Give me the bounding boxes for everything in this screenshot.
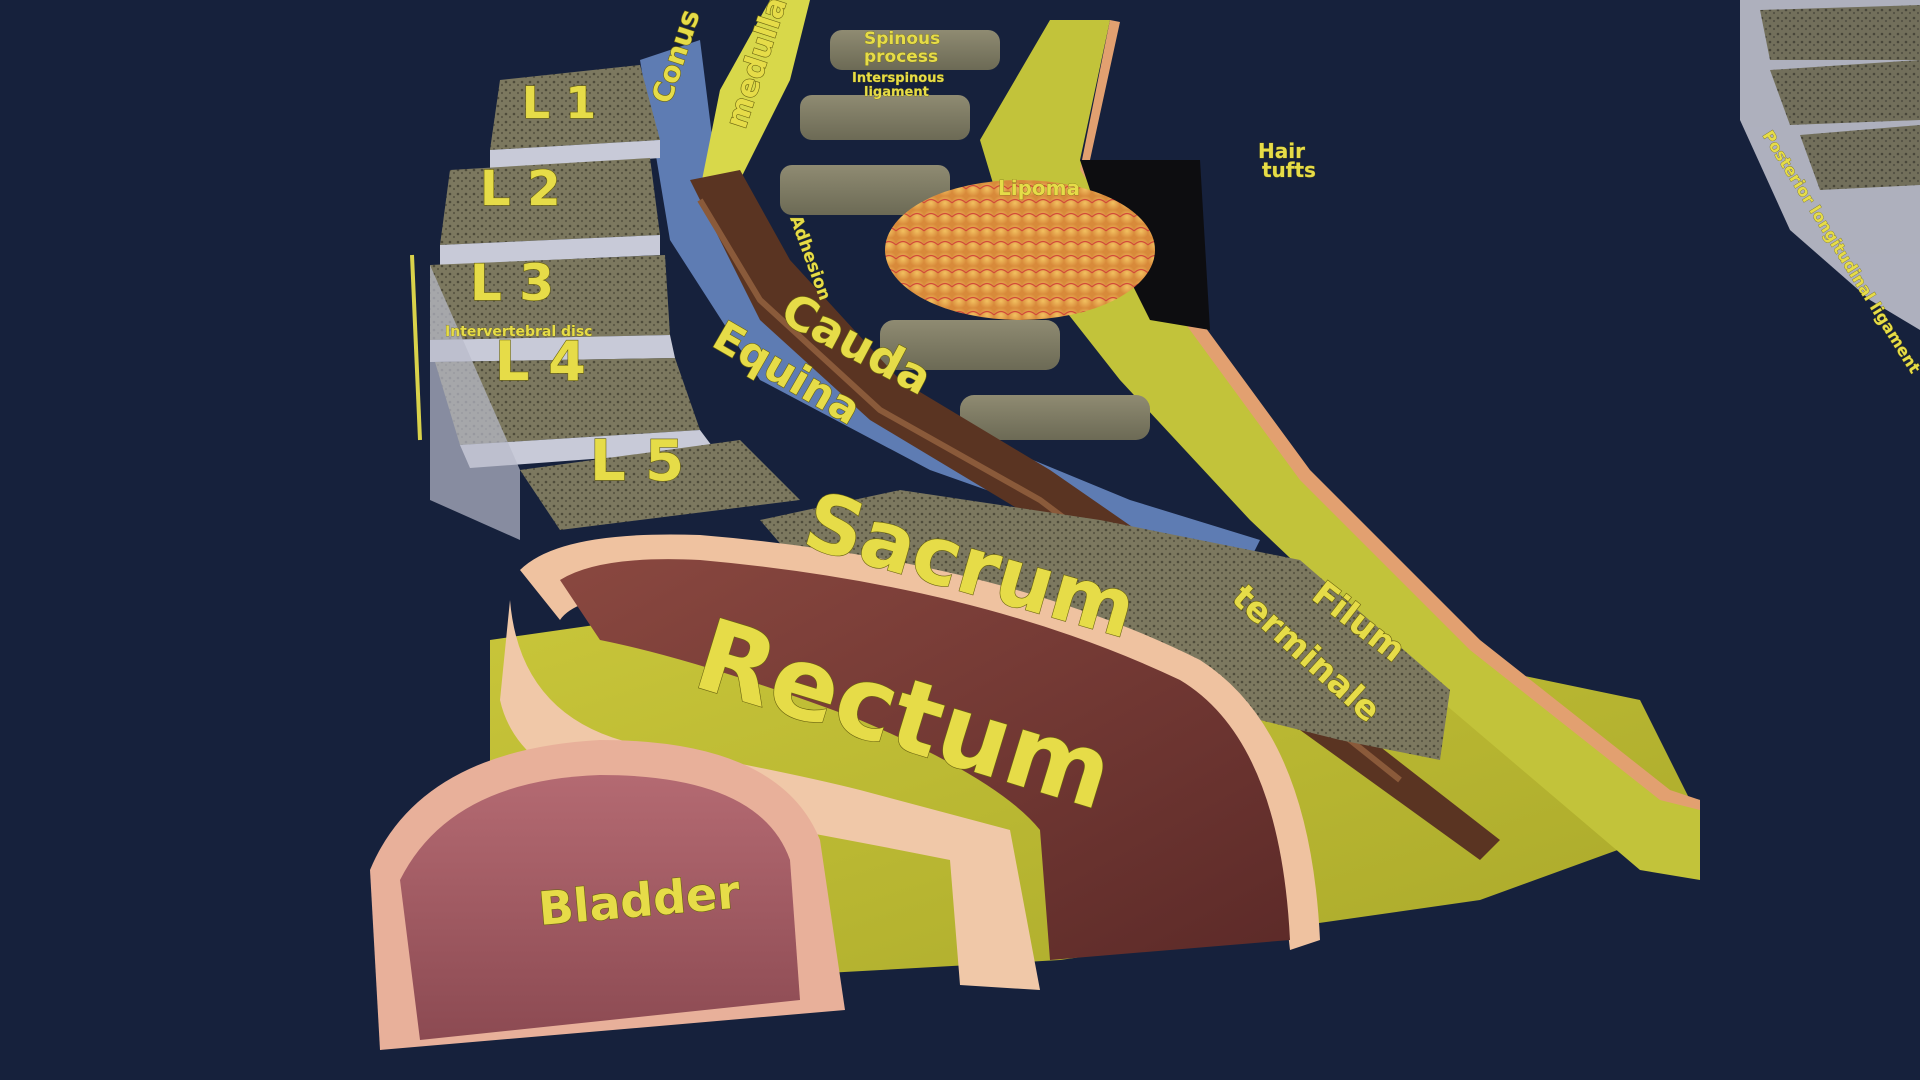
label-interspinous: Interspinous: [852, 71, 944, 86]
disc-l1: [490, 140, 660, 170]
label-hair: Hair: [1258, 139, 1305, 163]
vertebra-l2: [440, 158, 660, 245]
vertebra-l5: [520, 440, 800, 530]
rectum-outer-wall: [520, 534, 1320, 950]
label-tufts: tufts: [1262, 158, 1316, 182]
label-process: process: [864, 47, 938, 67]
disc-l3: [430, 335, 675, 362]
rectum-lumen: [560, 559, 1290, 960]
label-l4: L 4: [495, 330, 586, 393]
label-l2: L 2: [480, 161, 561, 217]
vertebral-column: [430, 65, 800, 540]
label-spinous: Spinous: [864, 29, 940, 49]
bladder-lumen: [400, 775, 800, 1040]
vertebra-l3: [430, 255, 670, 340]
conus-medullaris: [700, 0, 810, 190]
secondary-spine-view: [1740, 0, 1920, 330]
disc-l4: [460, 430, 715, 468]
label-lipoma: Lipoma: [998, 176, 1080, 200]
skin-band: [980, 20, 1700, 880]
label-l3: L 3: [470, 254, 554, 312]
label-l1: L 1: [522, 78, 596, 129]
label-l5: L 5: [590, 429, 684, 494]
label-intervertebral-disc: Intervertebral disc: [445, 324, 592, 340]
lipoma-mass: [885, 180, 1155, 320]
anterior-ligament-line: [410, 254, 422, 441]
vertebra-l4: [435, 358, 700, 445]
disc-l2: [440, 235, 660, 265]
vertebra-l1: [490, 65, 660, 150]
spinous-processes: [780, 30, 1150, 440]
label-ligament: ligament: [864, 85, 929, 100]
